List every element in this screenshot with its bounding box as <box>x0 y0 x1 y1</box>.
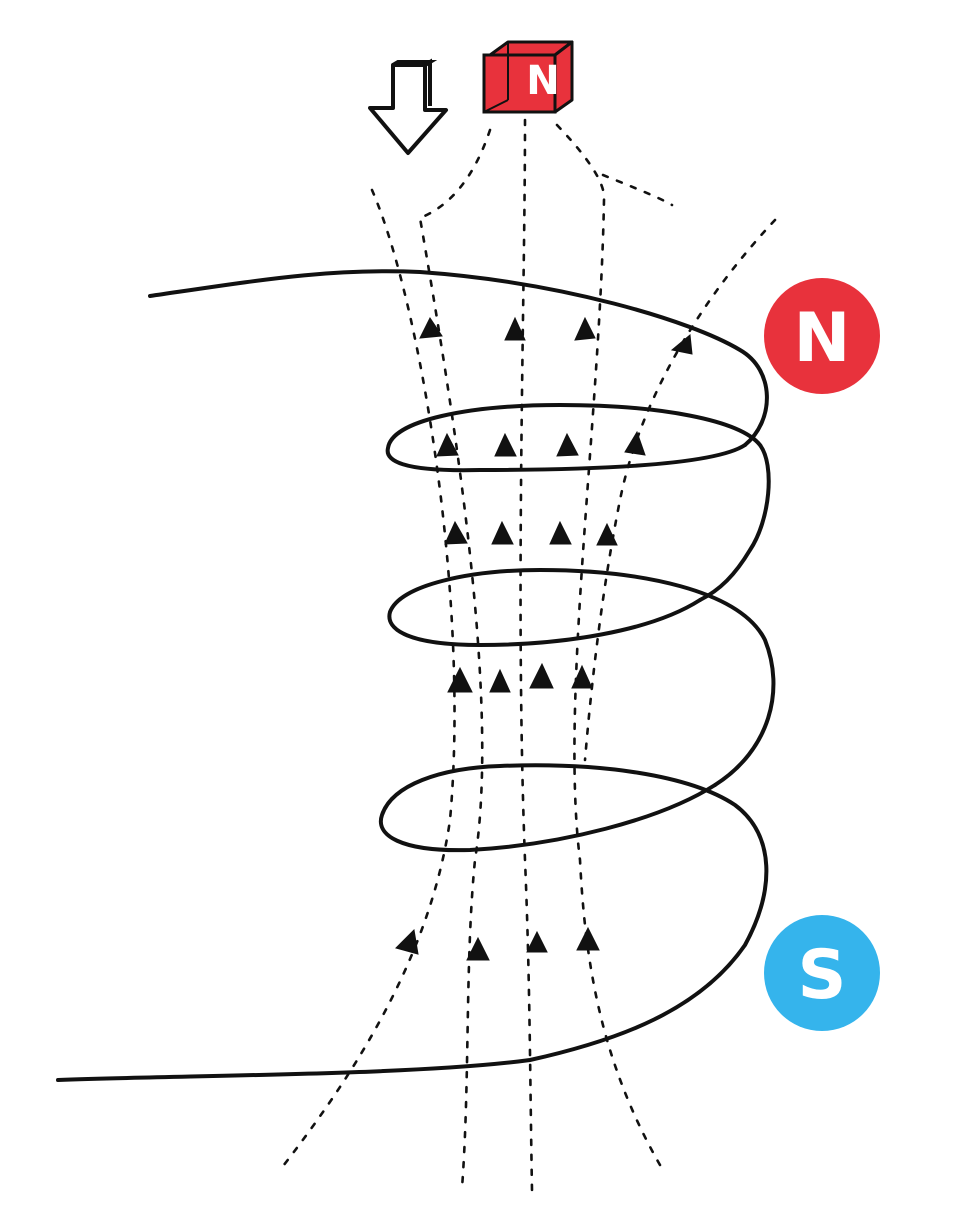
field-line-4 <box>555 123 662 1167</box>
north-pole-badge: N <box>764 278 880 394</box>
field-arrow-up-icon <box>489 668 511 693</box>
north-pole-label: N <box>794 299 851 378</box>
field-arrow-up-icon <box>491 520 514 545</box>
field-arrow-up-icon <box>574 316 596 341</box>
coil-loop-1 <box>385 403 771 602</box>
field-line-1 <box>278 188 456 1172</box>
field-arrow-up-icon <box>494 432 517 457</box>
magnet-pole-label: N <box>526 58 559 104</box>
field-arrow-up-icon <box>549 520 572 545</box>
field-line-2 <box>418 128 492 1190</box>
field-arrow-up-icon <box>529 662 554 689</box>
field-arrow-up-icon <box>526 930 548 953</box>
field-arrows <box>395 316 693 961</box>
south-pole-label: S <box>798 936 847 1015</box>
down-arrow-icon <box>368 58 448 155</box>
field-arrow-up-icon <box>395 928 419 955</box>
field-arrow-up-icon <box>466 936 490 961</box>
coil-loop-3 <box>56 763 769 1082</box>
field-arrow-up-icon <box>419 317 443 339</box>
field-arrow-up-icon <box>571 664 593 689</box>
field-arrow-up-icon <box>444 520 468 545</box>
field-lines <box>278 118 777 1192</box>
coil-top-lead <box>148 269 769 447</box>
field-arrow-up-icon <box>576 926 600 951</box>
coil-loop-2 <box>387 568 776 787</box>
south-pole-badge: S <box>764 915 880 1031</box>
coil <box>56 269 776 1082</box>
bar-magnet-icon: N <box>482 40 574 114</box>
field-arrow-up-icon <box>556 432 579 457</box>
field-arrow-up-icon <box>624 430 646 456</box>
field-arrow-up-icon <box>447 666 473 693</box>
field-arrow-up-icon <box>670 334 693 355</box>
field-arrow-up-icon <box>436 432 459 457</box>
field-line-3 <box>519 118 534 1192</box>
field-arrow-up-icon <box>596 522 618 546</box>
field-line-5 <box>601 173 674 207</box>
field-line-6 <box>583 218 777 762</box>
field-arrow-up-icon <box>504 316 526 341</box>
